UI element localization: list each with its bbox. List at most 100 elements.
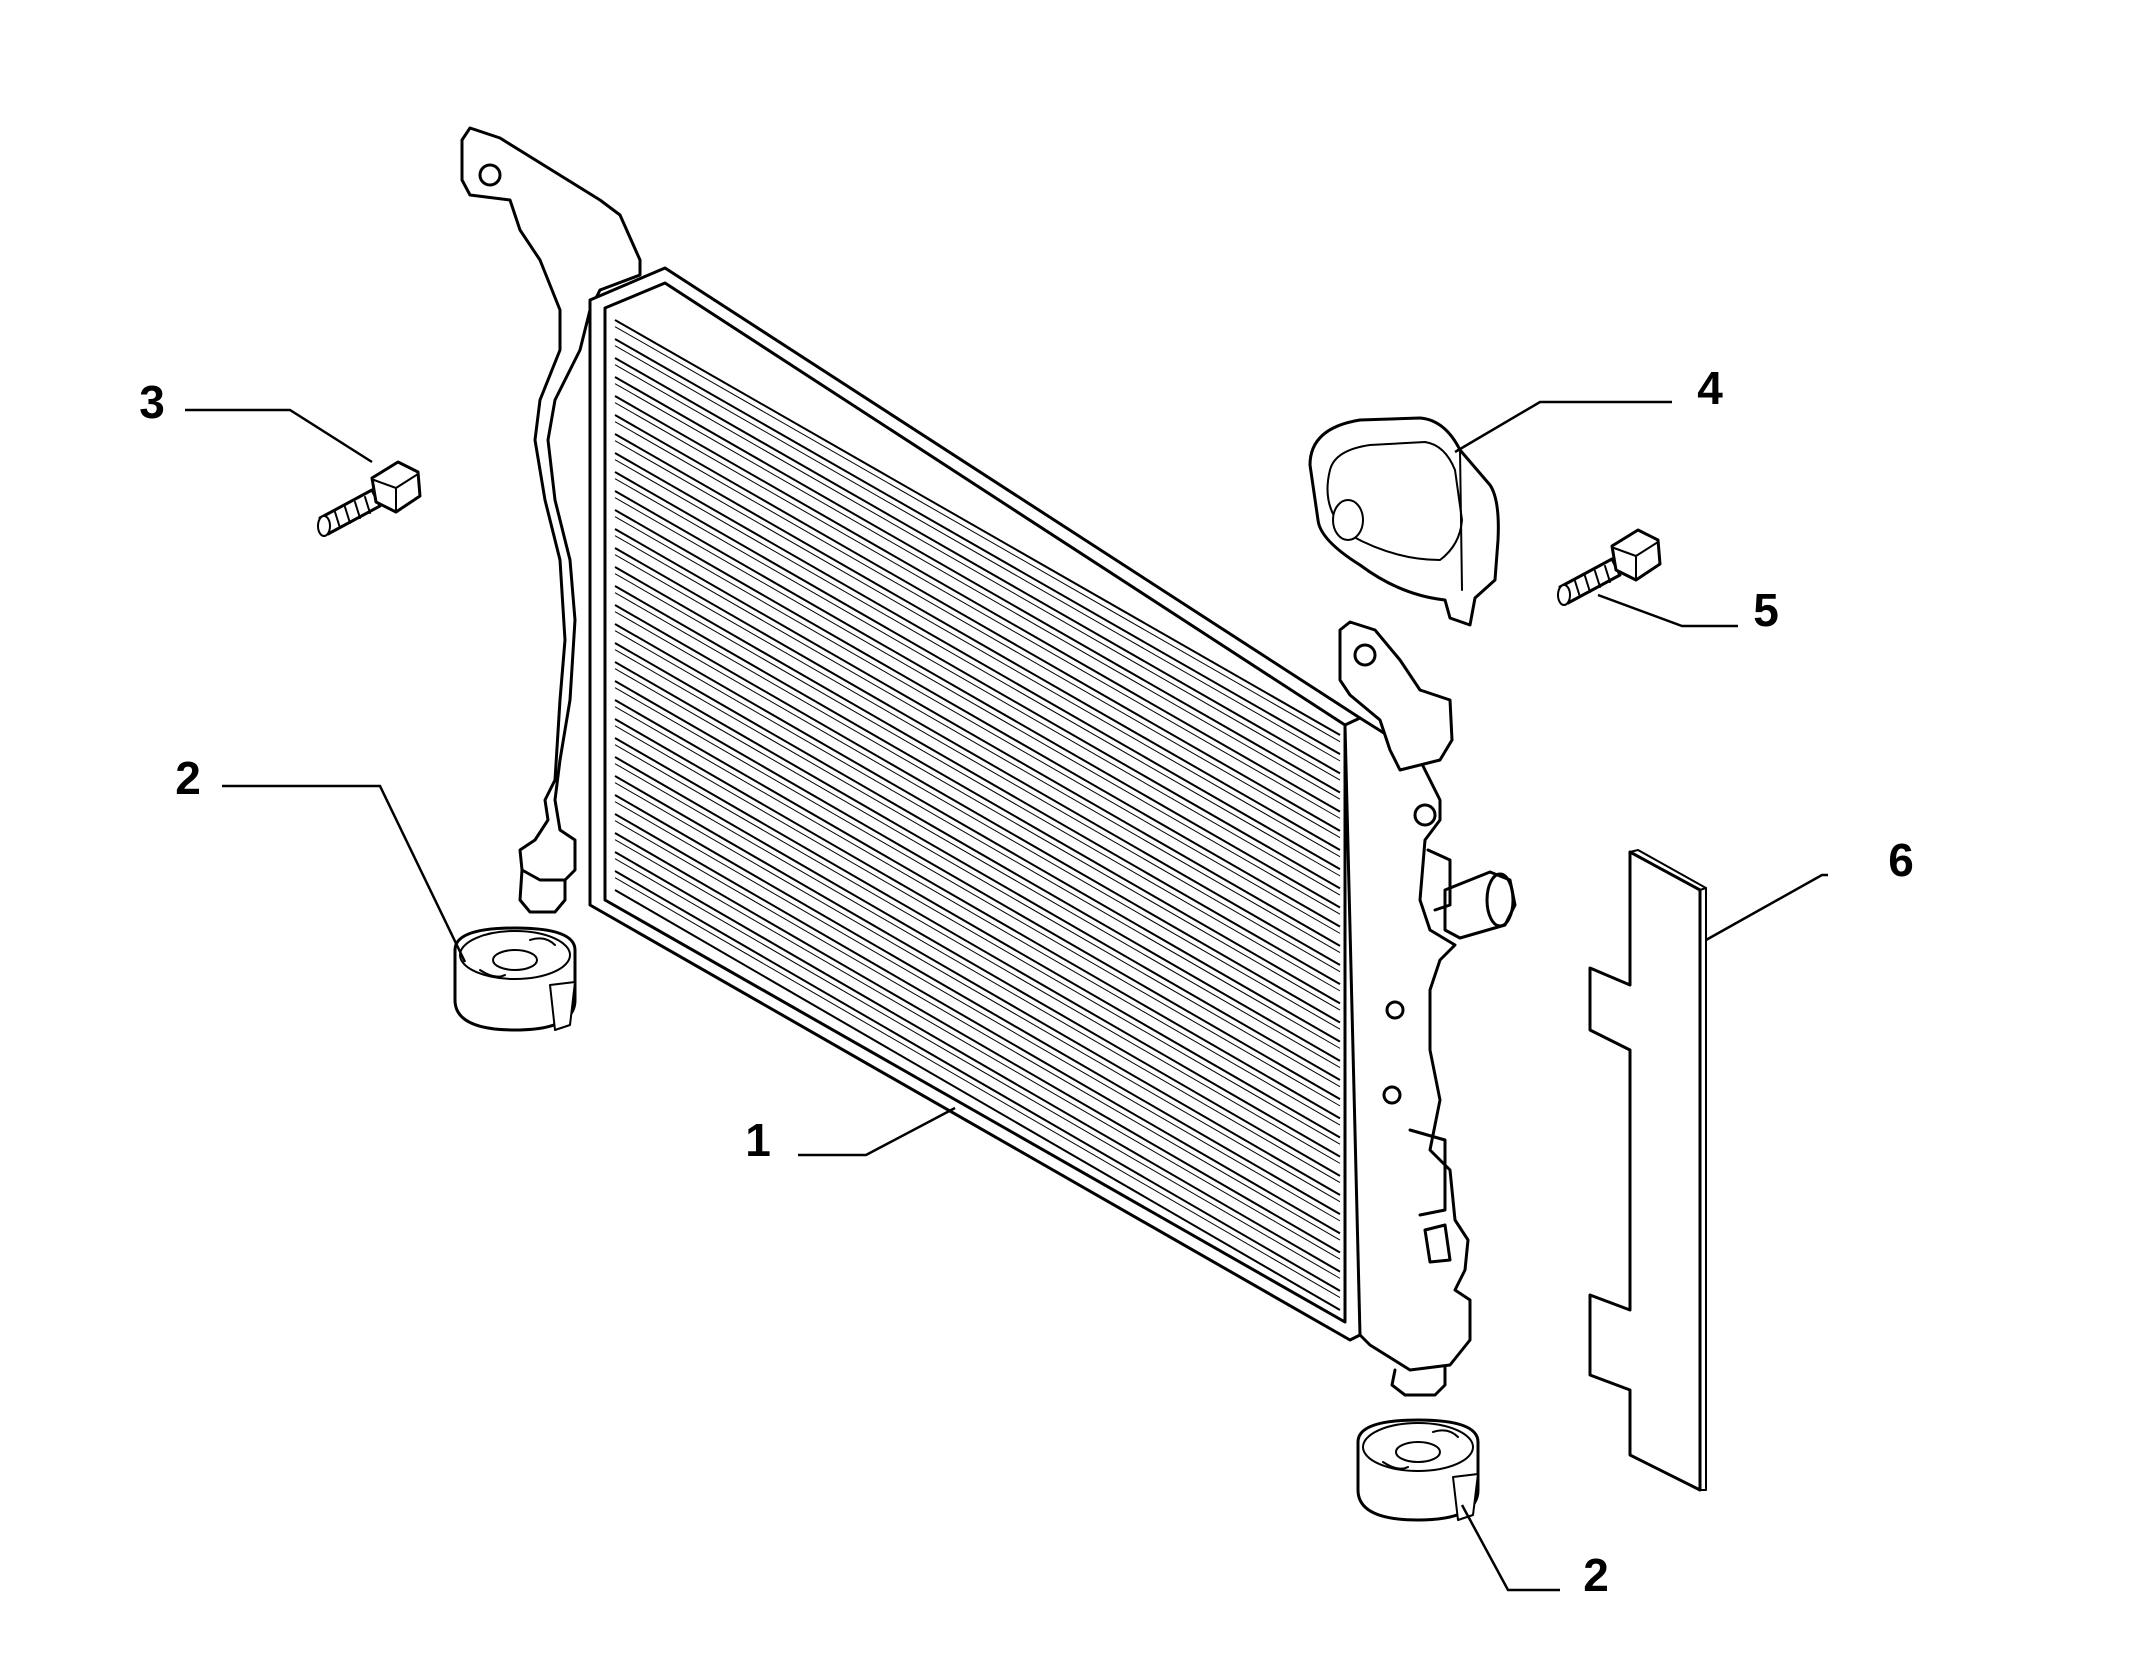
fin-line: [614, 661, 1341, 1081]
callout-1: 1: [745, 1114, 771, 1166]
fin-line: [614, 402, 1341, 819]
radiator-right-tank: [1343, 716, 1472, 1372]
rubber-mount-left: [453, 926, 577, 1032]
tank-clip-bottom: [1423, 1223, 1452, 1264]
fin-line: [614, 706, 1341, 1126]
fin-line: [614, 459, 1341, 877]
fin-line: [614, 832, 1341, 1254]
fin-line: [614, 566, 1341, 986]
fin-line: [614, 718, 1341, 1139]
fin-line: [614, 699, 1341, 1120]
fin-line: [614, 528, 1341, 947]
fin-line: [614, 471, 1341, 890]
fin-line: [614, 877, 1341, 1298]
fin-line: [614, 611, 1341, 1030]
fin-line: [614, 573, 1341, 992]
fin-line: [614, 858, 1341, 1279]
tank-boss-2: [1382, 1085, 1402, 1105]
fin-line: [614, 763, 1341, 1183]
callout-2-lower: 2: [1583, 1549, 1609, 1601]
fin-line: [614, 376, 1341, 794]
tank-clip-lower: [1408, 1128, 1447, 1217]
fin-line: [614, 794, 1341, 1216]
callout-4: 4: [1697, 362, 1723, 414]
core-inner-border: [603, 281, 1347, 1324]
fin-line: [614, 554, 1341, 973]
tank-boss-1: [1385, 1000, 1405, 1020]
leader-2-upper: [222, 784, 467, 963]
radiator-right-bracket: [1338, 620, 1454, 772]
fin-line: [614, 820, 1341, 1241]
fin-line: [614, 775, 1341, 1196]
fin-line: [614, 851, 1341, 1273]
left-foot: [518, 868, 567, 914]
fin-line: [614, 801, 1341, 1222]
leader-3: [185, 408, 373, 464]
fin-line: [614, 687, 1341, 1107]
fin-line: [614, 744, 1341, 1164]
seal-panel: [1588, 849, 1707, 1492]
fin-line: [614, 680, 1341, 1101]
leader-4: [1454, 400, 1672, 454]
fin-line: [614, 421, 1341, 838]
fin-line: [614, 592, 1341, 1011]
leader-6: [1705, 873, 1828, 942]
fin-line: [614, 782, 1341, 1203]
fin-line: [614, 737, 1341, 1158]
fin-line: [614, 509, 1341, 928]
leader-lines: [185, 400, 1828, 1592]
fin-line: [614, 604, 1341, 1024]
bolt-right: [1557, 528, 1662, 606]
fin-line: [614, 319, 1341, 736]
radiator: [460, 126, 1517, 1397]
callout-2-upper: 2: [175, 752, 201, 804]
fin-line: [614, 813, 1341, 1235]
radiator-outlet-pipe: [1443, 870, 1517, 940]
callout-3: 3: [139, 376, 165, 428]
fin-line: [614, 535, 1341, 953]
fin-line: [614, 395, 1341, 813]
bracket-hole-right: [1353, 643, 1377, 667]
tank-boss-3: [1413, 803, 1437, 827]
fin-line: [614, 414, 1341, 832]
fin-line: [614, 490, 1341, 909]
tank-clip-upper: [1426, 848, 1452, 912]
fin-line: [614, 623, 1341, 1043]
fin-line: [614, 326, 1341, 743]
fin-line: [614, 478, 1341, 896]
fin-line: [614, 497, 1341, 915]
callout-6: 6: [1888, 834, 1914, 886]
fin-line: [614, 889, 1341, 1311]
fin-line: [614, 338, 1341, 756]
fin-line: [614, 364, 1341, 781]
bracket-hole-left: [478, 163, 502, 187]
leader-5: [1597, 593, 1738, 628]
fin-line: [614, 668, 1341, 1088]
fin-line: [614, 585, 1341, 1005]
right-foot: [1390, 1366, 1447, 1397]
fin-line: [614, 649, 1341, 1068]
fin-line: [614, 440, 1341, 858]
fin-line: [614, 357, 1341, 775]
fin-line: [614, 756, 1341, 1177]
fin-line: [614, 630, 1341, 1049]
fin-line: [614, 452, 1341, 871]
fin-line: [614, 839, 1341, 1260]
fin-line: [614, 870, 1341, 1292]
bolt-left: [317, 460, 422, 537]
leader-1: [798, 1106, 956, 1157]
fin-line: [614, 725, 1341, 1145]
outlet-pipe-end: [1485, 872, 1515, 928]
rubber-mount-right: [1356, 1418, 1480, 1522]
fin-line: [614, 642, 1341, 1062]
radiator-fins: [614, 319, 1341, 1311]
fin-line: [614, 547, 1341, 966]
rubber-cap: [1308, 416, 1500, 627]
fin-line: [614, 383, 1341, 800]
leader-2-lower: [1460, 1504, 1560, 1592]
callout-5: 5: [1753, 584, 1779, 636]
fin-line: [614, 433, 1341, 851]
fin-line: [614, 345, 1341, 762]
fin-line: [614, 516, 1341, 934]
